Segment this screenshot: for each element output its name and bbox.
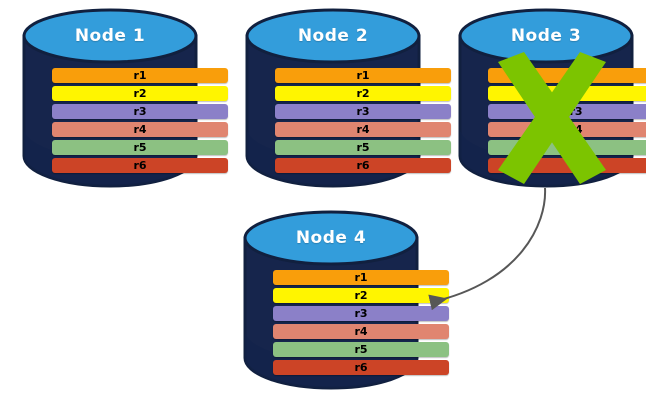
row-bar: r1 — [52, 68, 228, 83]
row-bar: r6 — [275, 158, 451, 173]
row-bar: r3 — [275, 104, 451, 119]
row-bar: r3 — [488, 104, 646, 119]
row-bar: r2 — [52, 86, 228, 101]
row-label: r5 — [569, 141, 583, 154]
row-label: r1 — [133, 69, 147, 82]
node-4-rows: r1 r2 r3 r4 r5 r6 — [243, 270, 479, 375]
row-label: r4 — [354, 325, 368, 338]
row-bar: r6 — [488, 158, 646, 173]
row-bar: r3 — [52, 104, 228, 119]
row-bar: r2 — [273, 288, 449, 303]
row-label: r5 — [356, 141, 370, 154]
row-label: r6 — [354, 361, 368, 374]
row-bar: r2 — [488, 86, 646, 101]
row-bar: r5 — [52, 140, 228, 155]
node-3-rows: r1 r2 r3 r4 r5 r6 — [458, 68, 646, 173]
row-label: r2 — [356, 87, 370, 100]
row-label: r6 — [133, 159, 147, 172]
row-label: r5 — [133, 141, 147, 154]
row-label: r1 — [569, 69, 583, 82]
row-label: r5 — [354, 343, 368, 356]
row-bar: r5 — [275, 140, 451, 155]
row-label: r1 — [354, 271, 368, 284]
row-label: r2 — [133, 87, 147, 100]
row-label: r4 — [569, 123, 583, 136]
row-bar: r1 — [488, 68, 646, 83]
row-label: r4 — [133, 123, 147, 136]
row-bar: r1 — [275, 68, 451, 83]
row-label: r6 — [356, 159, 370, 172]
row-bar: r4 — [488, 122, 646, 137]
row-label: r1 — [356, 69, 370, 82]
row-label: r3 — [354, 307, 368, 320]
node-1-rows: r1 r2 r3 r4 r5 r6 — [22, 68, 258, 173]
row-bar: r4 — [52, 122, 228, 137]
row-label: r3 — [356, 105, 370, 118]
row-bar: r5 — [488, 140, 646, 155]
node-2-rows: r1 r2 r3 r4 r5 r6 — [245, 68, 481, 173]
row-label: r6 — [569, 159, 583, 172]
row-label: r2 — [569, 87, 583, 100]
row-bar: r6 — [52, 158, 228, 173]
row-label: r2 — [354, 289, 368, 302]
row-bar: r6 — [273, 360, 449, 375]
row-bar: r4 — [275, 122, 451, 137]
row-bar: r2 — [275, 86, 451, 101]
row-bar: r3 — [273, 306, 449, 321]
row-bar: r5 — [273, 342, 449, 357]
row-bar: r1 — [273, 270, 449, 285]
row-label: r3 — [133, 105, 147, 118]
row-bar: r4 — [273, 324, 449, 339]
row-label: r3 — [569, 105, 583, 118]
row-label: r4 — [356, 123, 370, 136]
